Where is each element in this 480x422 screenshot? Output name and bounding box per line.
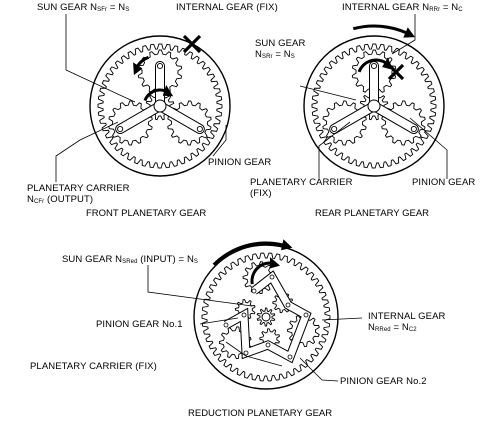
rear-planetary-gear-drawing [303,35,445,177]
front-carrier-arm-3 [155,61,165,107]
reduction-carrier [223,270,312,364]
front-internal-fix-cross [182,34,202,54]
reduction-pinion-rotation-arrow [250,257,281,285]
leader-red-sun-gear [147,265,253,307]
leader-rear-pinion-gear [409,117,448,179]
rear-internal-rotation-arrow [352,24,415,38]
front-planetary-gear-drawing [89,35,231,177]
red-sun-gear-label: SUN GEAR NSRed (INPUT) = NS [62,254,199,265]
leader-red-pinion1 [199,317,239,325]
leader-rear-sun-gear [299,85,357,101]
rear-carrier-fix-cross [387,63,405,81]
rear-pinion-gear-label: PINION GEAR [412,177,476,188]
leader-front-carrier [55,121,119,182]
front-pinion-rotation-arrow [133,55,149,76]
front-sun-gear-label: SUN GEAR NSFr = NS [37,2,130,13]
front-internal-gear-label: INTERNAL GEAR (FIX) [176,2,278,13]
leader-rear-carrier [318,121,351,178]
front-carrier-arm-2 [157,101,205,134]
leader-lines [55,14,448,382]
front-pinion-gear-label: PINION GEAR [208,157,272,168]
front-carrier-label: PLANETARY CARRIER NCFr (OUTPUT) [27,183,130,205]
rear-carrier-arm-3 [369,61,379,107]
reduction-planetary-gear-drawing [193,244,339,390]
rear-carrier-arm-2 [371,101,419,134]
leader-front-sun-gear [65,14,136,103]
leader-front-pinion-gear [212,125,227,157]
leader-red-internal-gear [321,317,363,321]
front-caption: FRONT PLANETARY GEAR [86,208,207,219]
red-internal-gear-label: INTERNAL GEAR NRRed = NC2 [368,311,446,333]
reduction-internal-rotation-arrow [212,239,293,266]
rear-sun-gear-label: SUN GEAR NSRr = NS [255,38,306,60]
red-carrier-label: PLANETARY CARRIER (FIX) [30,361,157,372]
rear-internal-gear-label: INTERNAL GEAR NRRr = NC [342,2,463,13]
rear-carrier-label: PLANETARY CARRIER (FIX) [250,177,353,199]
rear-caption: REAR PLANETARY GEAR [315,208,430,219]
red-pinion1-label: PINION GEAR No.1 [96,319,183,330]
leader-red-pinion2 [299,357,339,382]
front-sun-rotation-arrow [143,85,174,102]
leader-red-carrier [225,341,283,367]
red-caption: REDUCTION PLANETARY GEAR [188,408,333,419]
front-carrier-arm-1 [115,101,163,134]
leader-rear-internal-gear [391,14,416,55]
red-pinion2-label: PINION GEAR No.2 [340,376,427,387]
fixed-cross-marks [182,34,405,81]
